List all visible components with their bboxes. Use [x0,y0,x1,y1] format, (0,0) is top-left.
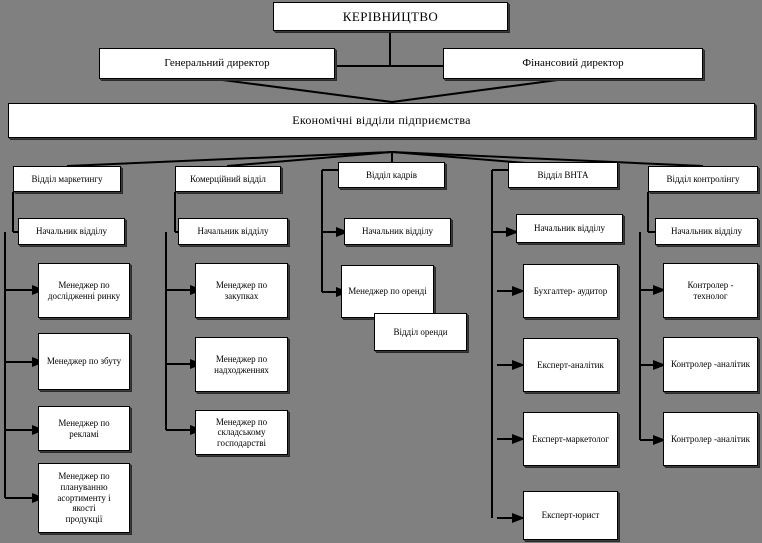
node-economics-departments[interactable]: Економічні відділи підприємства [8,103,755,138]
node-commercial-warehouse[interactable]: Менеджер по складському господарстві [195,410,288,455]
node-marketing-assortment-planning[interactable]: Менеджер по плануванню асортименту і яко… [38,463,130,533]
node-department-commercial[interactable]: Комерційний відділ [175,166,281,192]
node-marketing-sales-label: Менеджер по збуту [46,356,122,367]
node-head-vnta[interactable]: Начальник відділу [516,214,623,243]
node-vnta-expert-marketer-label: Експерт-маркетолог [532,433,609,444]
node-marketing-market-research-label: Менеджер по дослідженні ринку [47,279,121,301]
node-commercial-purchasing[interactable]: Менеджер по закупках [195,263,288,318]
node-general-director[interactable]: Генеральний директор [99,48,335,79]
node-financial-director[interactable]: Фінансовий директор [443,48,703,79]
node-hr-rental-department-label: Відділ оренди [393,326,448,337]
node-vnta-accountant-auditor[interactable]: Бухгалтер- аудитор [523,264,618,318]
node-general-director-label: Генеральний директор [164,57,270,70]
node-vnta-accountant-auditor-label: Бухгалтер- аудитор [533,285,608,296]
node-head-controlling-label: Начальник відділу [671,226,742,237]
node-marketing-market-research[interactable]: Менеджер по дослідженні ринку [38,263,130,318]
node-department-commercial-label: Комерційний відділ [190,173,266,184]
node-department-controlling[interactable]: Відділ контролінгу [648,166,758,192]
node-marketing-advertising-label: Менеджер по рекламі [58,417,110,439]
node-department-vnta[interactable]: Відділ ВНТА [508,162,618,188]
node-marketing-assortment-planning-label: Менеджер по плануванню асортименту і яко… [57,471,111,524]
node-vnta-expert-analyst-label: Експерт-аналітик [537,359,604,370]
node-hr-rental-department[interactable]: Відділ оренди [374,313,467,351]
node-financial-director-label: Фінансовий директор [522,57,624,70]
node-controlling-analyst-2[interactable]: Контролер -аналітик [663,412,758,466]
node-controlling-analyst-1-label: Контролер -аналітик [670,359,751,370]
node-department-vnta-label: Відділ ВНТА [537,169,589,180]
node-leadership[interactable]: КЕРІВНИЦТВО [273,2,508,31]
node-department-hr[interactable]: Відділ кадрів [338,162,445,188]
node-commercial-receipts[interactable]: Менеджер по надходженнях [195,337,288,392]
node-head-marketing[interactable]: Начальник відділу [18,218,125,245]
node-head-hr[interactable]: Начальник відділу [344,218,451,245]
node-vnta-expert-lawyer[interactable]: Експерт-юрист [523,491,618,540]
node-head-commercial-label: Начальник відділу [197,226,269,237]
node-controlling-analyst-2-label: Контролер -аналітик [670,433,751,444]
node-marketing-advertising[interactable]: Менеджер по рекламі [38,406,130,451]
node-commercial-receipts-label: Менеджер по надходженнях [214,353,269,375]
node-hr-rental-manager-label: Менеджер по оренді [348,286,427,297]
node-department-controlling-label: Відділ контролінгу [666,173,740,184]
node-head-commercial[interactable]: Начальник відділу [178,218,288,245]
node-marketing-sales[interactable]: Менеджер по збуту [38,333,130,390]
node-leadership-label: КЕРІВНИЦТВО [342,8,439,24]
node-controlling-analyst-1[interactable]: Контролер -аналітик [663,337,758,392]
node-department-marketing-label: Відділ маркетингу [31,173,103,184]
node-department-hr-label: Відділ кадрів [366,169,417,180]
node-controlling-technologist-label: Контролер - технолог [687,279,734,301]
node-vnta-expert-marketer[interactable]: Експерт-маркетолог [523,412,618,466]
node-vnta-expert-analyst[interactable]: Експерт-аналітик [523,338,618,392]
node-head-hr-label: Начальник відділу [362,226,433,237]
node-hr-rental-manager[interactable]: Менеджер по оренді [341,265,434,318]
node-department-marketing[interactable]: Відділ маркетингу [13,166,121,192]
node-commercial-warehouse-label: Менеджер по складському господарстві [215,416,268,448]
node-vnta-expert-lawyer-label: Експерт-юрист [541,510,600,521]
node-head-marketing-label: Начальник відділу [36,226,107,237]
node-controlling-technologist[interactable]: Контролер - технолог [663,263,758,318]
node-head-vnta-label: Начальник відділу [534,223,605,234]
node-head-controlling[interactable]: Начальник відділу [655,218,758,245]
node-commercial-purchasing-label: Менеджер по закупках [215,279,268,301]
node-economics-departments-label: Економічні відділи підприємства [292,113,471,128]
